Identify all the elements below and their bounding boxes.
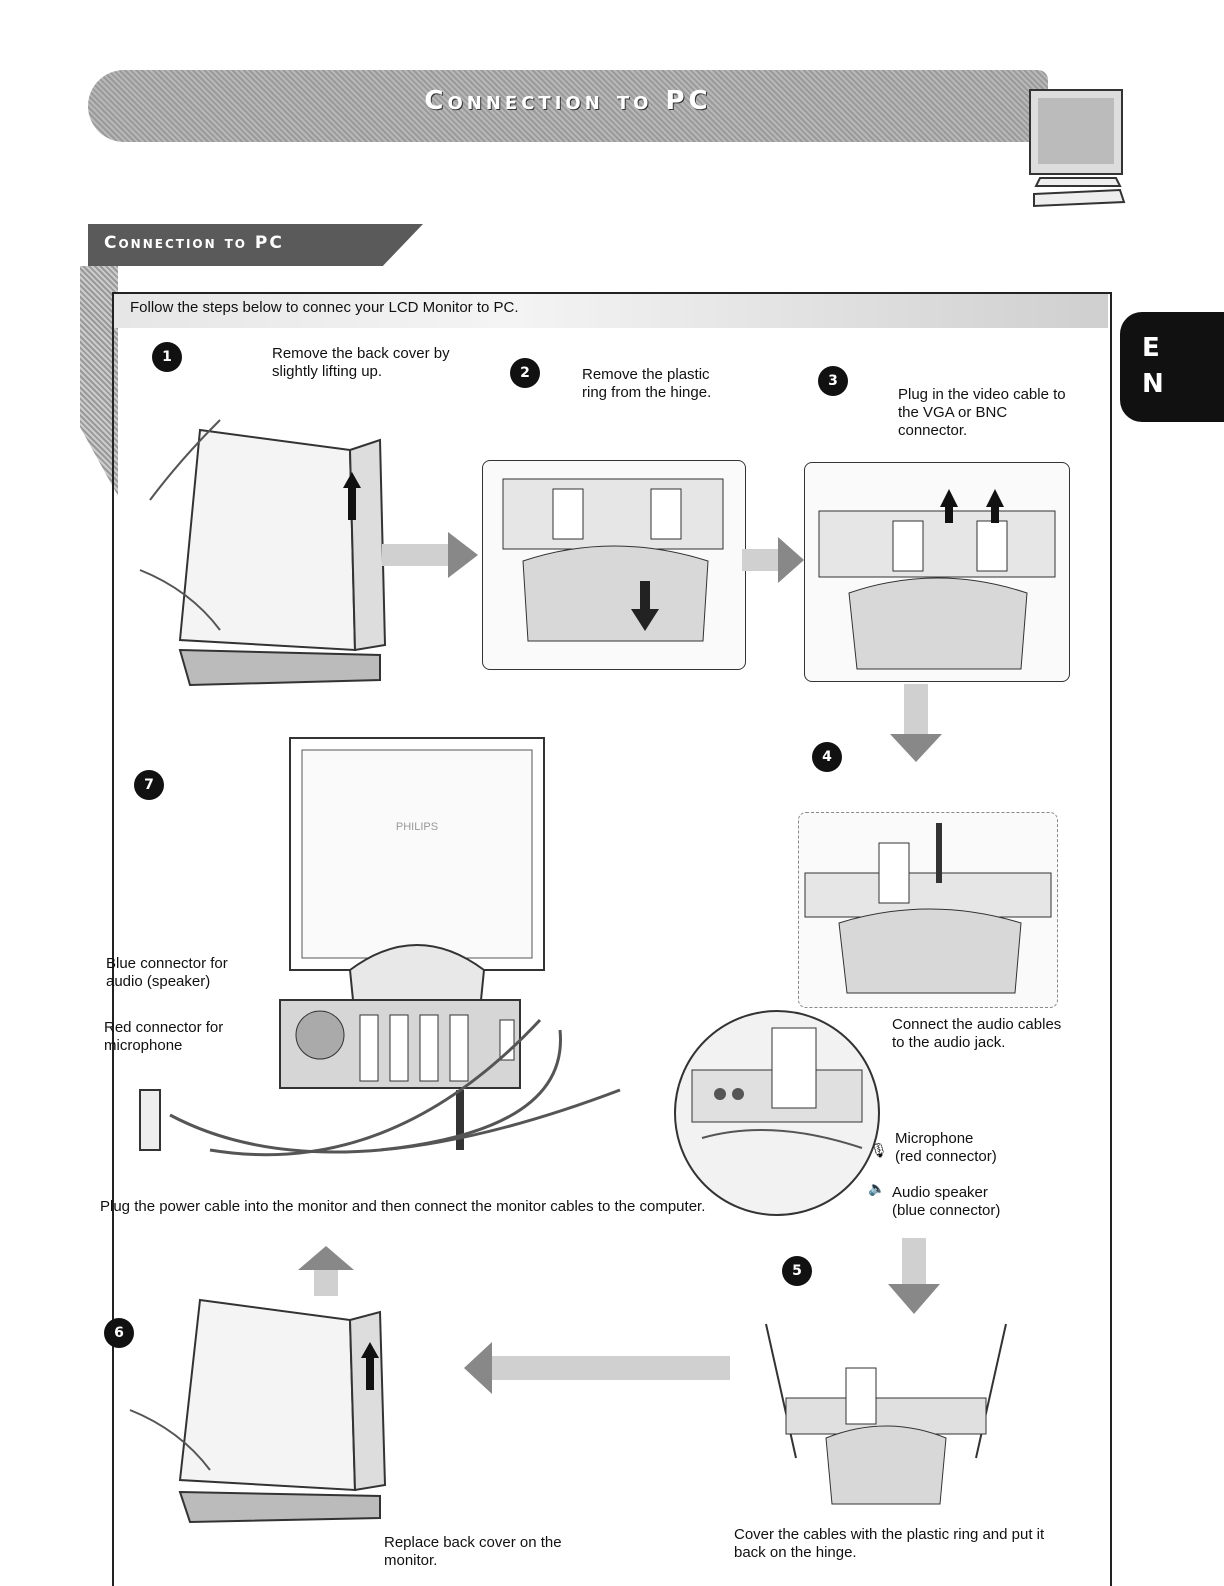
step-6-illustration <box>129 1298 387 1524</box>
step-7-illustration: PHILIPS <box>139 737 621 1157</box>
label-blue-connector: Blue connector for audio (speaker) <box>106 955 228 990</box>
step-4-text: Connect the audio cables to the audio ja… <box>892 1016 1062 1051</box>
step-2-photo <box>482 460 746 670</box>
step-3-photo <box>804 462 1070 682</box>
step-6-text: Replace back cover on the monitor. <box>384 1534 562 1569</box>
step-4-photo <box>798 812 1058 1008</box>
brand-logo-text: PHILIPS <box>396 821 438 833</box>
step-4-number: 4 <box>812 742 842 772</box>
monitor-illustration <box>1029 89 1126 208</box>
label-red-connector: Red connector for microphone <box>104 1019 224 1054</box>
step-1-illustration <box>139 419 387 687</box>
step-5-text: Cover the cables with the plastic ring a… <box>734 1526 1045 1561</box>
intro-strip <box>114 294 1108 328</box>
section-title: Connection to PC <box>104 233 284 253</box>
arrow-down-icon <box>888 1238 940 1314</box>
step-3-number: 3 <box>818 366 848 396</box>
step-5-number: 5 <box>782 1256 812 1286</box>
language-letters: E N <box>1142 333 1164 399</box>
arrow-right-icon <box>382 532 478 578</box>
audio-jack-zoom-illustration <box>674 1010 880 1216</box>
speaker-icon: 🔈 <box>868 1180 886 1196</box>
step-5-illustration <box>765 1323 1007 1505</box>
page-title: Connection to PC <box>424 86 712 116</box>
step-2-number: 2 <box>510 358 540 388</box>
step-7-number: 7 <box>134 770 164 800</box>
language-edge-tab <box>1120 312 1224 422</box>
header-banner <box>88 70 1048 142</box>
arrow-up-icon <box>298 1246 354 1296</box>
arrow-right-icon <box>742 537 804 583</box>
step-3-text: Plug in the video cable to the VGA or BN… <box>898 386 1066 439</box>
label-speaker: Audio speaker (blue connector) <box>892 1184 1001 1219</box>
step-6-number: 6 <box>104 1318 134 1348</box>
step-2-text: Remove the plastic ring from the hinge. <box>582 366 712 401</box>
content-frame <box>112 292 1112 1586</box>
step-1-number: 1 <box>152 342 182 372</box>
step-1-text: Remove the back cover by slightly liftin… <box>272 345 450 380</box>
microphone-icon: 🎙 <box>870 1142 888 1158</box>
label-microphone: Microphone (red connector) <box>895 1130 997 1165</box>
section-tab <box>88 224 423 266</box>
step-7-text: Plug the power cable into the monitor an… <box>100 1198 706 1215</box>
intro-text: Follow the steps below to connec your LC… <box>130 299 519 316</box>
arrow-left-icon <box>464 1342 730 1394</box>
arrow-down-icon <box>890 684 942 762</box>
